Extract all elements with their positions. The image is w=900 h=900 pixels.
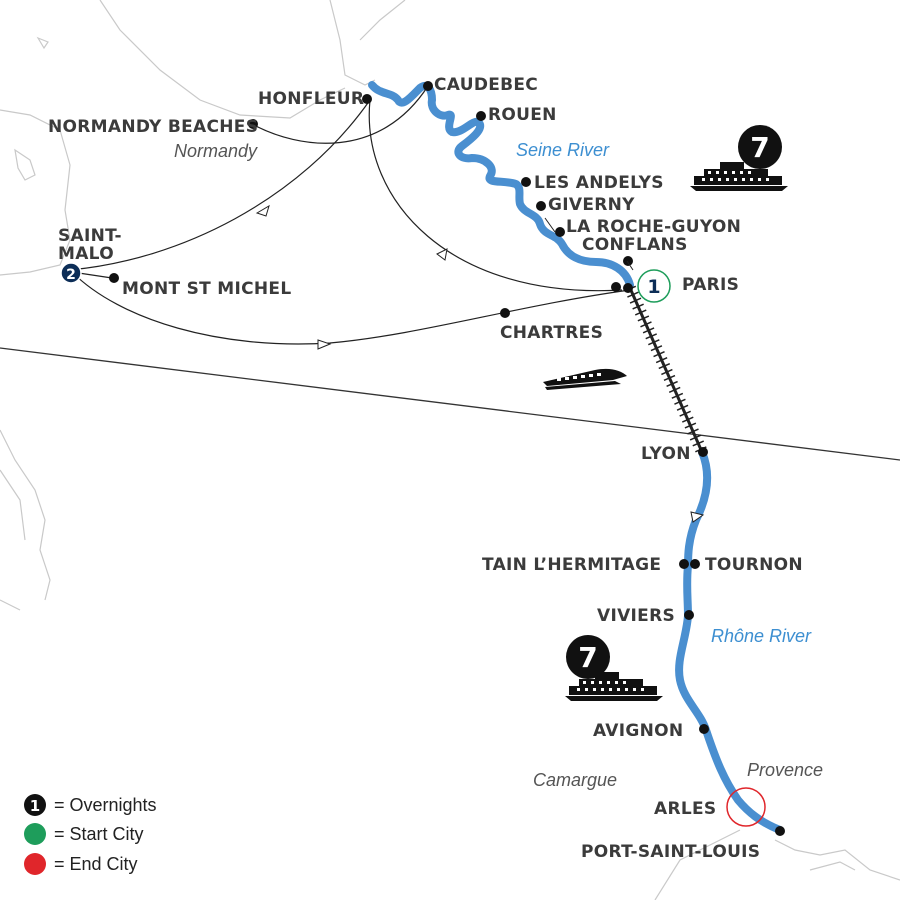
legend-overnights-label: = Overnights [54,795,157,815]
river-labels: Seine River Rhône River [516,140,812,646]
region-labels: Normandy Camargue Provence [174,141,823,790]
city-dot-mont-st-michel [109,273,119,283]
city-dot-paris-west [611,282,621,292]
label-saint-malo-line1: SAINT- [58,226,122,246]
label-paris: PARIS [682,275,739,295]
legend-overnights-number: 1 [30,797,40,815]
legend-end-marker [24,853,46,875]
overland-routes [69,85,631,345]
route-arrows [255,204,705,523]
direction-arrow-icon [317,339,332,350]
legend: 1 = Overnights = Start City = End City [24,794,157,875]
start-city-number: 1 [647,276,660,298]
city-dot-tournon [690,559,700,569]
label-rouen: ROUEN [488,105,557,125]
label-normandy: Normandy [174,141,258,161]
label-honfleur: HONFLEUR [258,89,364,109]
city-labels: HONFLEUR CAUDEBEC ROUEN NORMANDY BEACHES… [48,75,803,862]
city-dot-les-andelys [521,177,531,187]
city-dot-normandy-beaches [248,119,258,129]
label-port-saint-louis: PORT-SAINT-LOUIS [581,842,760,862]
legend-overnights-marker [24,794,46,816]
conflans-leader [626,260,634,271]
label-les-andelys: LES ANDELYS [534,173,664,193]
city-dot-tain [679,559,689,569]
city-dots [109,81,785,836]
legend-start-label: = Start City [54,824,144,844]
giverny-leader [544,217,556,233]
saint-malo-number: 2 [66,267,76,283]
city-dot-paris [623,283,633,293]
label-tournon: TOURNON [705,555,803,575]
saint-malo-overnight-marker: 2 [60,262,82,284]
rhone-cruise-nights: 7 [578,641,597,674]
label-viviers: VIVIERS [597,606,675,626]
label-rhone-river: Rhône River [711,626,812,646]
city-dot-avignon [699,724,709,734]
legend-end-label: = End City [54,854,138,874]
boundary-line [0,347,900,461]
seine-cruise-badge: 7 [738,125,782,169]
label-avignon: AVIGNON [593,721,683,741]
rail-line [624,285,708,455]
city-dot-port-saint-louis [775,826,785,836]
label-tain: TAIN L’HERMITAGE [482,555,661,575]
legend-start-marker [24,823,46,845]
label-arles: ARLES [654,799,716,819]
rhone-river-route [675,448,784,834]
end-city-marker [726,787,766,827]
direction-arrow-icon [255,204,270,217]
direction-arrow-icon [690,511,705,523]
river-ship-icon [690,162,788,191]
label-saint-malo-line2: MALO [58,244,114,264]
city-dot-chartres [500,308,510,318]
city-dot-honfleur [362,94,372,104]
river-ship-icon [565,672,663,701]
label-mont-st-michel: MONT ST MICHEL [122,279,291,299]
city-dot-conflans [623,256,633,266]
city-dot-lyon [698,447,708,457]
label-seine-river: Seine River [516,140,610,160]
rhone-cruise-badge: 7 [566,635,610,679]
city-dot-la-roche-guyon [555,227,565,237]
label-caudebec: CAUDEBEC [434,75,538,95]
label-chartres: CHARTRES [500,323,603,343]
direction-arrow-icon [436,248,448,261]
label-lyon: LYON [641,444,691,464]
label-la-roche-guyon: LA ROCHE-GUYON [566,217,741,237]
label-giverny: GIVERNY [548,195,635,215]
label-provence: Provence [747,760,823,780]
label-normandy-beaches: NORMANDY BEACHES [48,117,258,137]
city-dot-viviers [684,610,694,620]
label-conflans: CONFLANS [582,235,688,255]
label-camargue: Camargue [533,770,617,790]
city-dot-giverny [536,201,546,211]
city-dot-rouen [476,111,486,121]
seine-cruise-nights: 7 [750,131,769,164]
city-dot-caudebec [423,81,433,91]
high-speed-train-icon [543,368,627,390]
start-city-marker: 1 [637,269,671,303]
